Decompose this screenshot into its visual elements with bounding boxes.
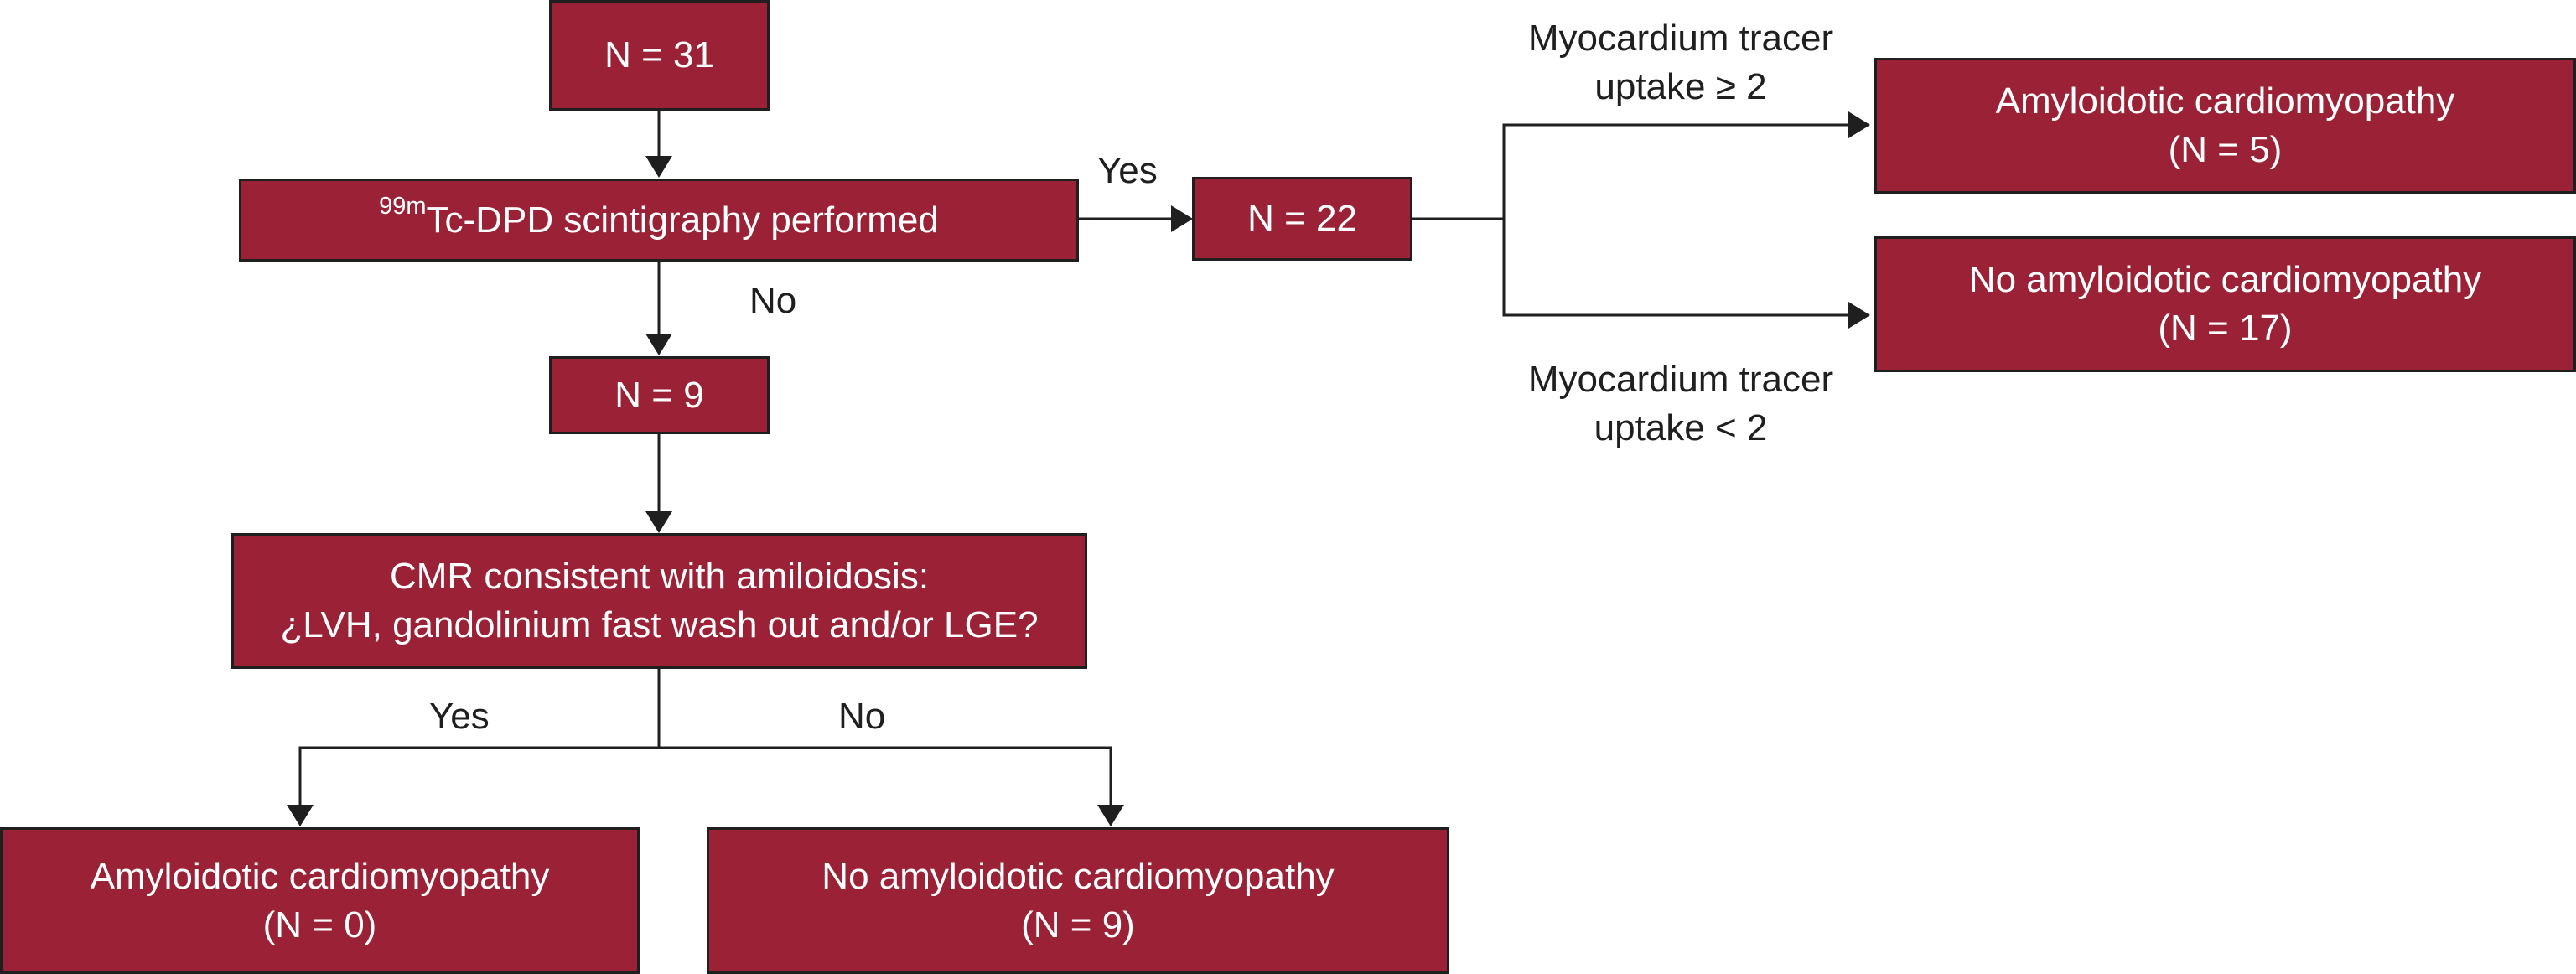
node-total-patients-text: N = 31 [604,34,714,75]
label-scintigraphy-yes: Yes [1097,150,1158,191]
branch-uptake-high [1502,123,1848,219]
node-scintigraphy-not-performed-text: N = 9 [614,374,704,416]
node-cmr-line2: ¿LVH, gandolinium fast wash out and/or L… [280,604,1039,645]
node-scintigraphy-performed: N = 22 [1192,177,1412,261]
arrowhead [287,805,314,826]
node-dpd-negative: No amyloidotic cardiomyopathy (N = 17) [1874,236,2576,372]
arrowhead [1848,111,1870,138]
node-cmr-negative-line1: No amyloidotic cardiomyopathy [822,855,1335,897]
node-cmr: CMR consistent with amiloidosis: ¿LVH, g… [231,533,1087,669]
arrowhead [645,156,672,178]
arrowhead [1171,205,1193,232]
branch-cmr-yes [298,746,659,805]
node-dpd-positive-line2: (N = 5) [2168,129,2283,170]
node-cmr-positive-line1: Amyloidotic cardiomyopathy [90,855,550,897]
node-dpd-positive: Amyloidotic cardiomyopathy (N = 5) [1874,58,2576,194]
arrowhead [1848,302,1870,329]
label-uptake-high-line2: uptake ≥ 2 [1594,66,1767,107]
node-cmr-negative: No amyloidotic cardiomyopathy (N = 9) [707,827,1449,974]
node-scintigraphy-performed-text: N = 22 [1247,198,1357,239]
node-scintigraphy-superscript: 99m [379,192,427,220]
node-cmr-negative-line2: (N = 9) [1021,904,1135,946]
label-cmr-no: No [838,696,886,737]
node-cmr-positive: Amyloidotic cardiomyopathy (N = 0) [0,827,640,974]
node-cmr-positive-line2: (N = 0) [262,904,377,946]
node-scintigraphy-not-performed: N = 9 [549,356,770,434]
label-scintigraphy-no: No [749,280,797,321]
label-uptake-low-line1: Myocardium tracer [1527,359,1834,400]
node-total-patients: N = 31 [549,0,770,111]
arrowhead [1097,805,1124,826]
arrowhead [645,511,672,533]
node-dpd-positive-line1: Amyloidotic cardiomyopathy [1995,80,2455,122]
node-cmr-line1: CMR consistent with amiloidosis: [389,556,930,597]
label-uptake-low-line2: uptake < 2 [1594,407,1768,448]
node-dpd-negative-line2: (N = 17) [2158,308,2293,349]
branch-cmr-no [659,746,1112,805]
node-dpd-negative-line1: No amyloidotic cardiomyopathy [1968,259,2482,300]
arrowhead [645,334,672,355]
node-scintigraphy-text: Tc-DPD scintigraphy performed [426,199,939,241]
label-cmr-yes: Yes [429,696,490,737]
label-uptake-high-line1: Myocardium tracer [1527,18,1834,59]
branch-uptake-low [1502,219,1848,317]
label-uptake-low: Myocardium tracer uptake < 2 [1509,355,1853,453]
label-uptake-high: Myocardium tracer uptake ≥ 2 [1509,14,1853,111]
